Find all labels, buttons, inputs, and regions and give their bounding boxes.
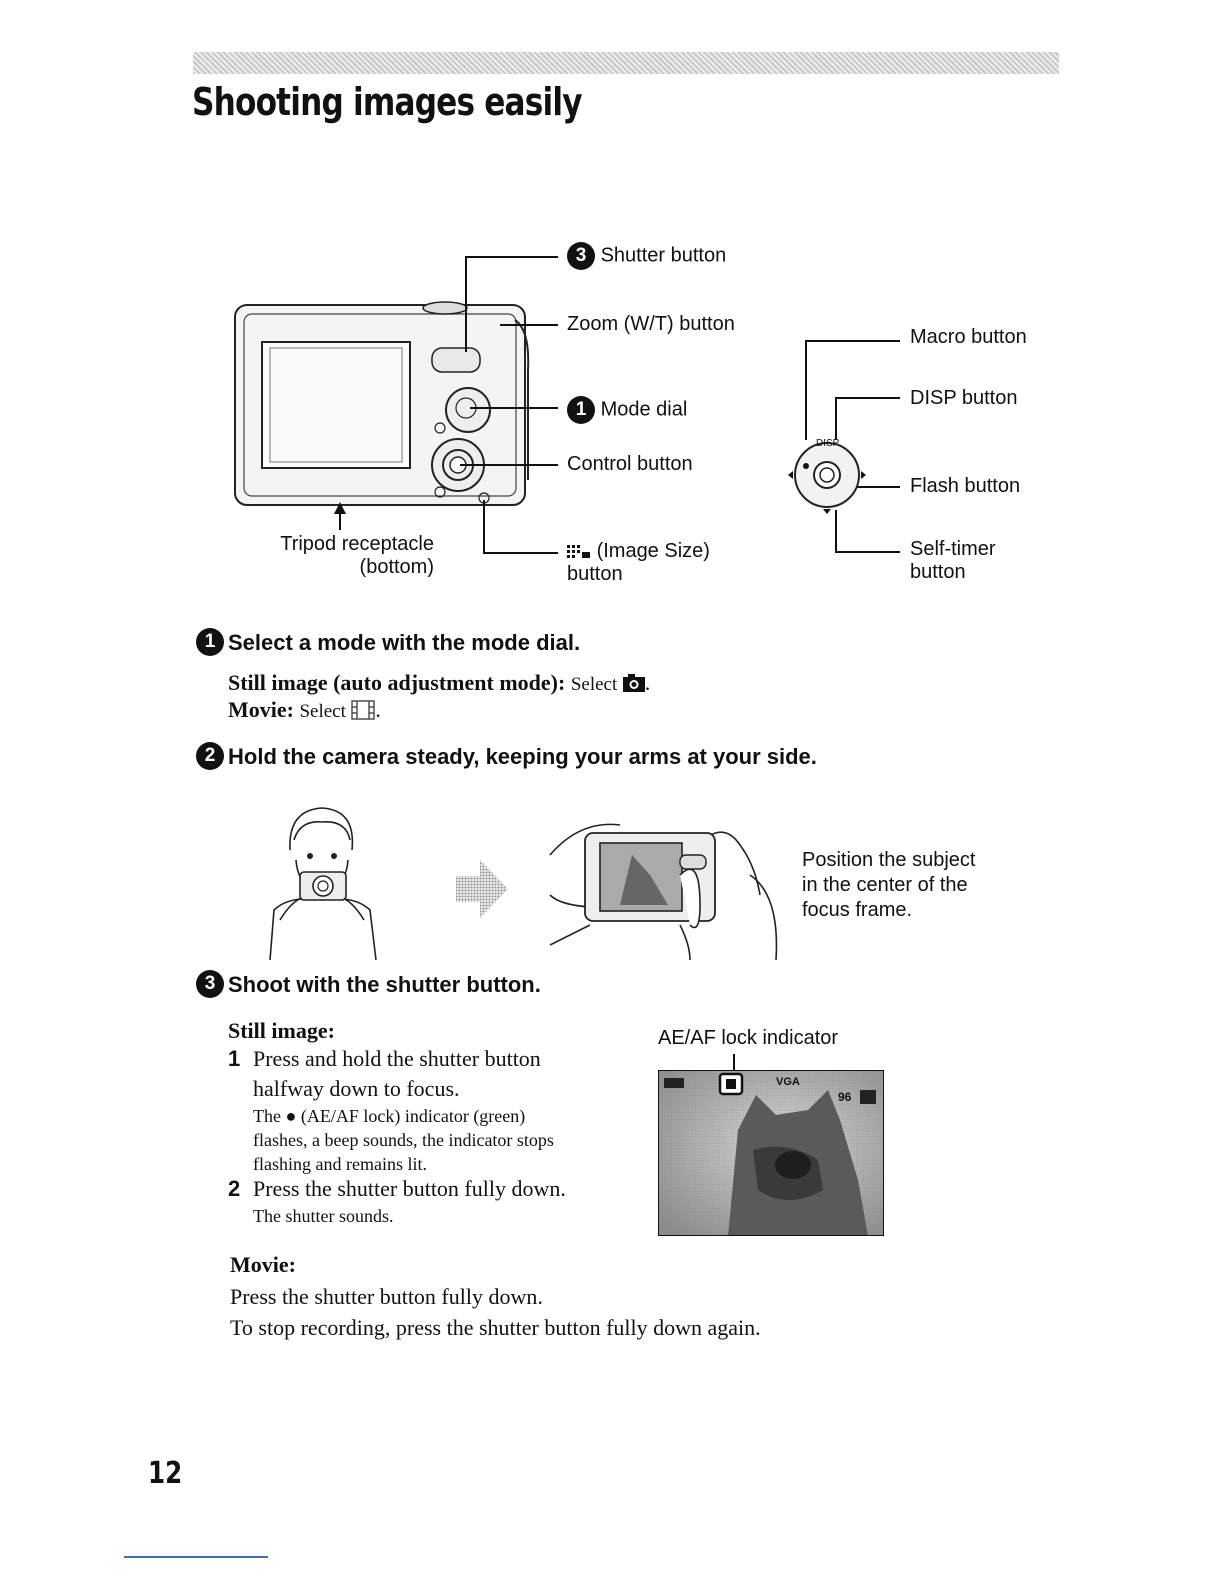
item-1-note-line1: The ● (AE/AF lock) indicator (green) <box>253 1106 526 1126</box>
movie-mode-icon <box>351 699 376 721</box>
item-1-note-line3: flashing and remains lit. <box>253 1154 427 1174</box>
camera-mode-icon <box>622 672 645 692</box>
page-number: 12 <box>148 1456 183 1491</box>
item-1-line2: halfway down to focus. <box>253 1076 460 1101</box>
step-1-heading-text: Select a mode with the mode dial. <box>228 630 581 655</box>
hands-holding-camera-illustration <box>540 815 790 965</box>
step-2-note-line2: in the center of the <box>802 874 968 896</box>
lcd-vga-text: VGA <box>776 1076 800 1088</box>
tripod-line2: (bottom) <box>359 556 434 578</box>
item-1-number: 1 <box>228 1046 241 1071</box>
step-3-heading-text: Shoot with the shutter button. <box>228 972 541 997</box>
movie-heading: Movie: <box>230 1252 296 1277</box>
item-1-line1: Press and hold the shutter button <box>253 1046 541 1071</box>
movie-line1: Press the shutter button fully down. <box>230 1284 543 1309</box>
lcd-shot-count: 96 <box>838 1090 852 1104</box>
callout-zoom-button: Zoom (W/T) button <box>567 313 735 335</box>
step-3-heading-badge-icon: 3 <box>196 970 224 999</box>
step-2-heading-text: Hold the camera steady, keeping your arm… <box>228 744 817 769</box>
disp-dial-text: DISP <box>816 438 840 449</box>
header-pattern-bar <box>193 52 1059 74</box>
step-2-note-line1: Position the subject <box>802 849 976 871</box>
tripod-line1: Tripod receptacle <box>280 533 434 555</box>
self-timer-line2: button <box>910 561 966 583</box>
person-holding-camera-illustration <box>250 800 390 961</box>
lcd-screen-illustration: VGA 96 <box>657 1069 885 1237</box>
still-mode-text: Select <box>570 674 618 695</box>
image-size-icon <box>567 543 591 561</box>
callout-tripod-receptacle: Tripod receptacle (bottom) <box>268 533 434 579</box>
callout-image-size-button: (Image Size) button <box>567 540 710 586</box>
still-image-heading: Still image: <box>228 1018 335 1043</box>
callout-flash-button: Flash button <box>910 475 1021 497</box>
callout-shutter-label: Shutter button <box>600 244 727 267</box>
footer-rule <box>124 1556 268 1558</box>
callout-macro-button: Macro button <box>910 326 1027 348</box>
image-size-label-line2: button <box>567 563 623 585</box>
step-3-badge-icon: 3 <box>567 242 595 270</box>
ae-af-lock-label: AE/AF lock indicator <box>658 1027 839 1049</box>
callout-shutter-button: 3 Shutter button <box>567 242 726 270</box>
item-2-line1: Press the shutter button fully down. <box>253 1176 566 1201</box>
movie-line2: To stop recording, press the shutter but… <box>230 1315 761 1340</box>
self-timer-line1: Self-timer <box>910 538 996 560</box>
step-2-note-line3: focus frame. <box>802 899 913 921</box>
camera-back-illustration <box>230 250 550 530</box>
still-mode-label: Still image (auto adjustment mode): <box>228 670 566 695</box>
step-1-badge-icon: 1 <box>567 396 595 424</box>
ae-af-pointer-line <box>733 1054 735 1072</box>
callout-mode-dial: 1 Mode dial <box>567 396 687 424</box>
movie-mode-text: Select <box>299 701 346 722</box>
step-1-still-line: Still image (auto adjustment mode): Sele… <box>228 670 651 695</box>
movie-mode-label: Movie: <box>228 697 294 722</box>
item-2-number: 2 <box>228 1176 241 1201</box>
item-1-note-line2: flashes, a beep sounds, the indicator st… <box>253 1130 554 1150</box>
step-2-heading-badge-icon: 2 <box>196 742 224 771</box>
control-pad-illustration: DISP <box>786 434 868 516</box>
item-2-note: The shutter sounds. <box>253 1206 394 1226</box>
callout-disp-button: DISP button <box>910 387 1018 409</box>
image-size-label: (Image Size) <box>596 540 710 562</box>
step-1-heading-badge-icon: 1 <box>196 628 224 657</box>
arrow-right-icon <box>452 856 510 922</box>
page-title: Shooting images easily <box>192 80 583 124</box>
callout-control-button: Control button <box>567 453 693 475</box>
step-1-movie-line: Movie: Select . <box>228 697 381 722</box>
callout-lines <box>0 0 1224 620</box>
callout-mode-dial-label: Mode dial <box>600 398 688 421</box>
callout-self-timer-button: Self-timer button <box>910 538 996 584</box>
step-2-note: Position the subject in the center of th… <box>802 848 975 923</box>
